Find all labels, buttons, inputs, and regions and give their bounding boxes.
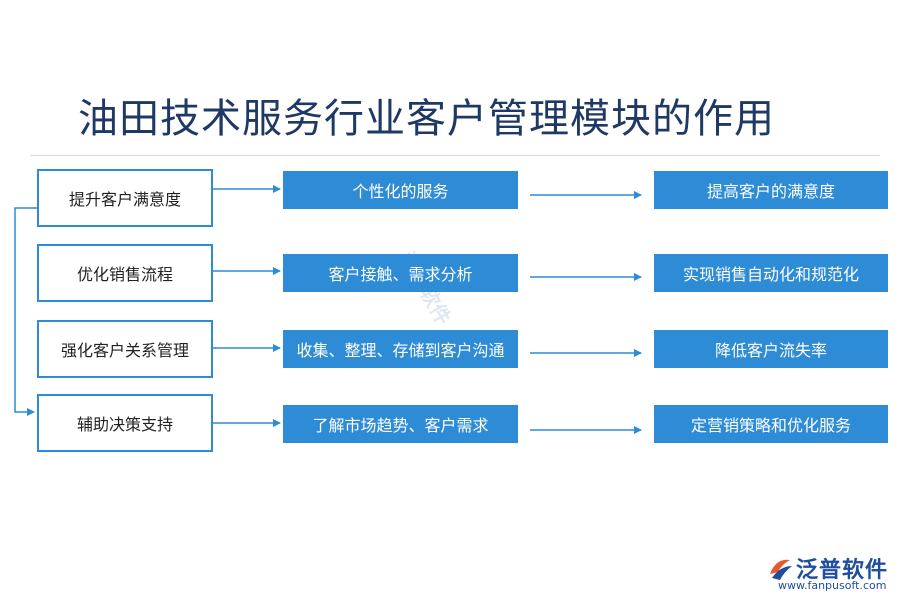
bracket-connector bbox=[14, 207, 37, 416]
action-box-market-trends: 了解市场趋势、客户需求 bbox=[283, 405, 518, 443]
goal-box-decision-support: 辅助决策支持 bbox=[37, 394, 213, 452]
brand-mark: 泛普软件 www.fanpusoft.com bbox=[766, 552, 894, 592]
brand-url: www.fanpusoft.com bbox=[778, 579, 887, 592]
result-box-higher-satisfaction: 提高客户的满意度 bbox=[654, 171, 888, 209]
result-box-marketing-strategy: 定营销策略和优化服务 bbox=[654, 405, 888, 443]
goal-box-sales-process: 优化销售流程 bbox=[37, 244, 213, 302]
action-box-contact-analysis: 客户接触、需求分析 bbox=[283, 254, 518, 292]
diagram-title: 油田技术服务行业客户管理模块的作用 bbox=[78, 96, 775, 142]
title-divider bbox=[30, 155, 880, 156]
goal-box-relationship: 强化客户关系管理 bbox=[37, 320, 213, 378]
goal-box-satisfaction: 提升客户满意度 bbox=[37, 169, 213, 227]
fanpu-logo-icon bbox=[770, 559, 792, 580]
action-box-collect-communicate: 收集、整理、存储到客户沟通 bbox=[283, 330, 518, 368]
brand-name: 泛普软件 bbox=[796, 558, 889, 583]
result-box-reduce-churn: 降低客户流失率 bbox=[654, 330, 888, 368]
result-box-sales-automation: 实现销售自动化和规范化 bbox=[654, 254, 888, 292]
action-box-personalized-service: 个性化的服务 bbox=[283, 171, 518, 209]
